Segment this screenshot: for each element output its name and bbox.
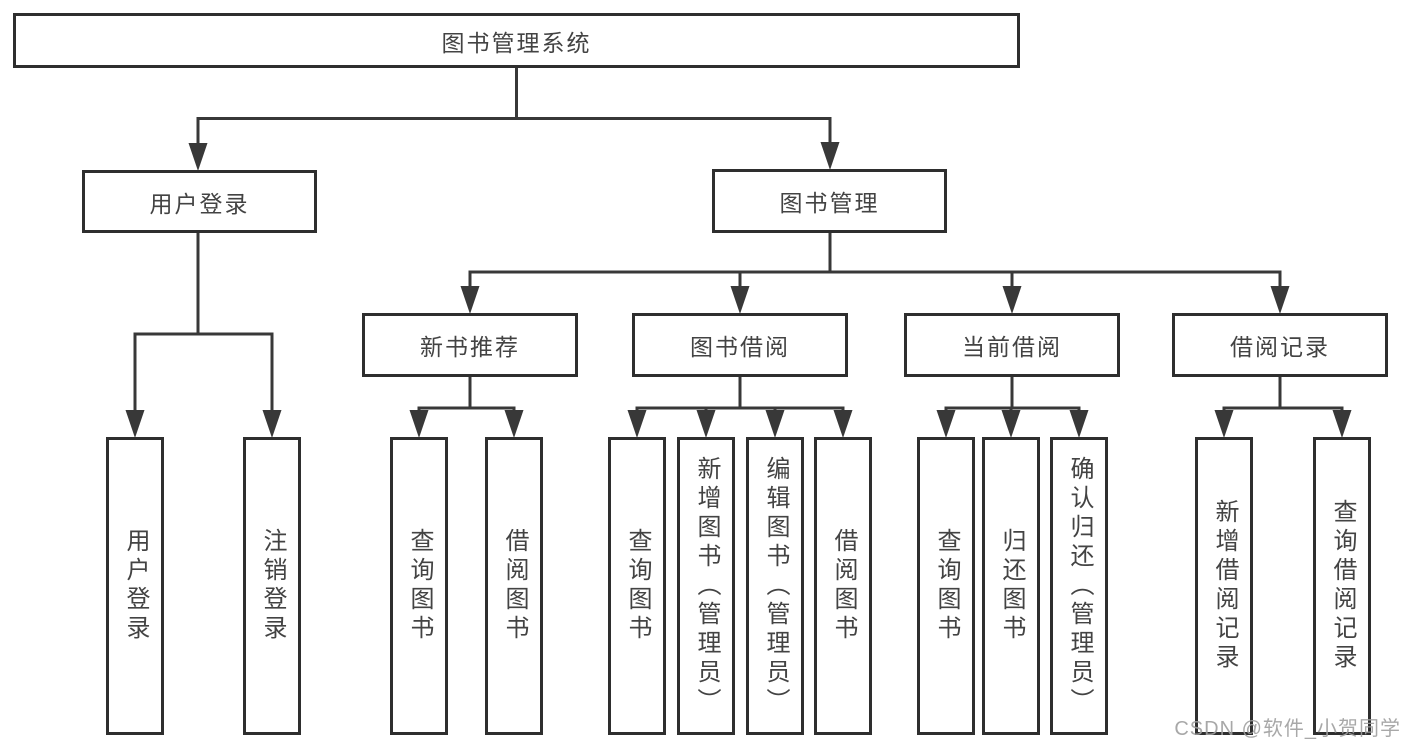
leaf-current-query-books: 查询图书	[917, 437, 975, 735]
leaf-confirm-return-admin: 确认归还（管理员）	[1050, 437, 1108, 735]
node-current-borrowing: 当前借阅	[904, 313, 1120, 377]
node-book-borrowing: 图书借阅	[632, 313, 848, 377]
leaf-logout: 注销登录	[243, 437, 301, 735]
node-borrowing-records: 借阅记录	[1172, 313, 1388, 377]
csdn-watermark: CSDN @软件_小贺同学	[1174, 718, 1401, 740]
node-library-management-system: 图书管理系统	[13, 13, 1020, 68]
leaf-query-borrow-record: 查询借阅记录	[1313, 437, 1371, 735]
leaf-recommend-borrow-books: 借阅图书	[485, 437, 543, 735]
leaf-user-login: 用户登录	[106, 437, 164, 735]
arrowhead-icons	[125, 142, 1352, 438]
leaf-add-books-admin: 新增图书（管理员）	[677, 437, 735, 735]
leaf-borrow-books: 借阅图书	[814, 437, 872, 735]
leaf-edit-books-admin: 编辑图书（管理员）	[746, 437, 804, 735]
node-user-login: 用户登录	[82, 170, 317, 233]
leaf-add-borrow-record: 新增借阅记录	[1195, 437, 1253, 735]
leaf-recommend-query-books: 查询图书	[390, 437, 448, 735]
leaf-borrow-query-books: 查询图书	[608, 437, 666, 735]
leaf-return-books: 归还图书	[982, 437, 1040, 735]
node-book-management: 图书管理	[712, 169, 947, 233]
node-new-book-recommendation: 新书推荐	[362, 313, 578, 377]
